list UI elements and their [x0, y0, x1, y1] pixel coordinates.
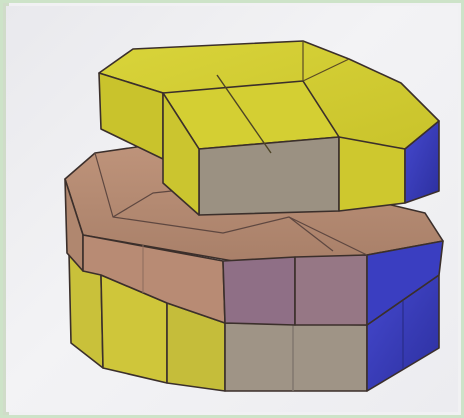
middle-front-right-block [295, 255, 367, 325]
top-front-gray-block [199, 137, 339, 215]
top-right-yellow-block [339, 137, 405, 211]
middle-front-mauve-block [223, 257, 295, 325]
bottom-front-gray-block [225, 323, 367, 391]
puzzle-illustration [3, 3, 464, 418]
